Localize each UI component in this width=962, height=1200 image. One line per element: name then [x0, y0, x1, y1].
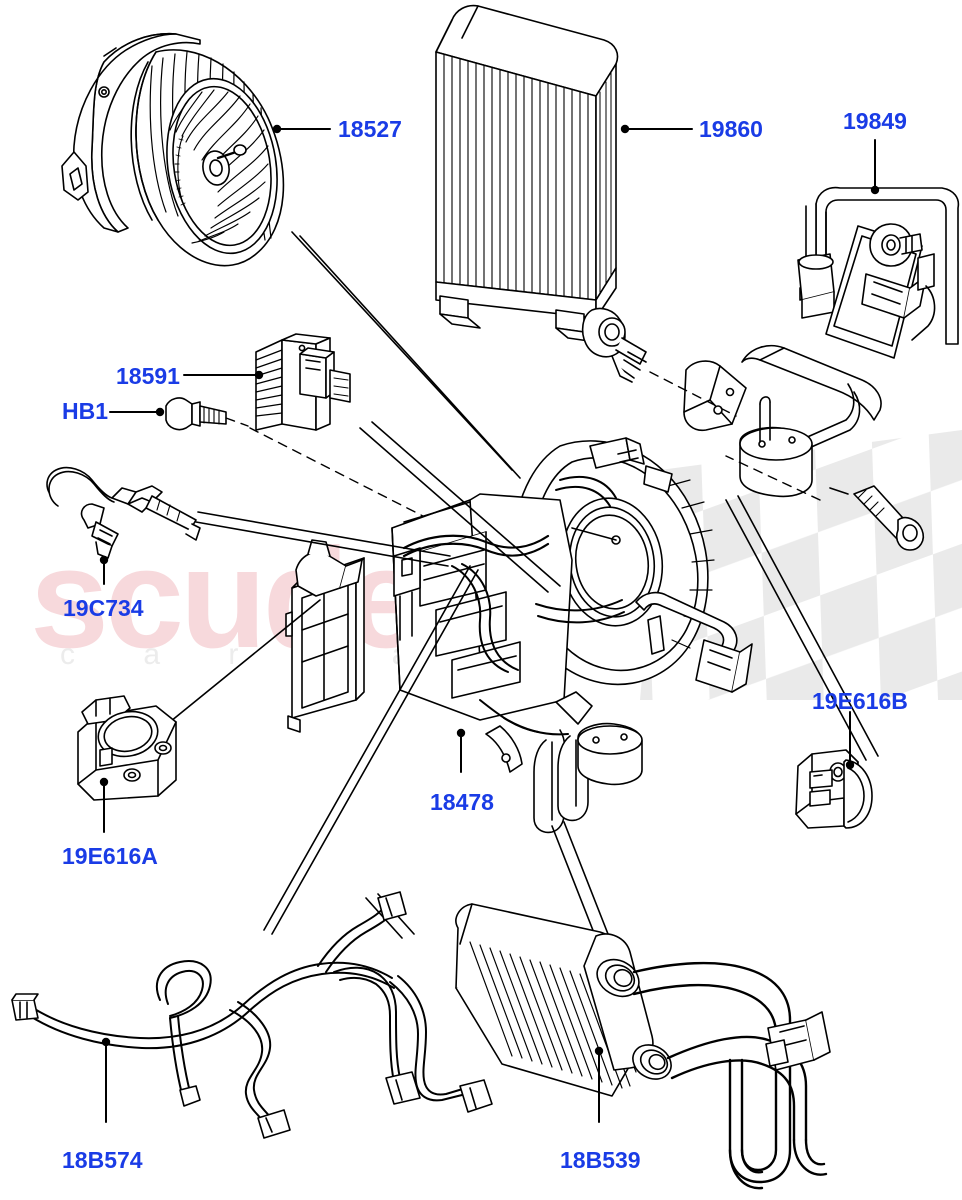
callout-label-19C734[interactable]: 19C734 [63, 595, 144, 621]
part-hvac-housing-18478 [285, 437, 753, 834]
part-mounting-bolt-HB1 [109, 397, 471, 541]
callout-label-18478[interactable]: 18478 [430, 789, 494, 815]
part-evaporator-core-19860 [435, 4, 693, 383]
callout-label-19E616A[interactable]: 19E616A [62, 843, 158, 869]
part-ac-line-assembly-19849 [649, 139, 960, 551]
callout-label-19860[interactable]: 19860 [699, 116, 763, 142]
part-actuator-19E616A [77, 695, 177, 833]
part-blower-resistor-18591 [183, 333, 351, 431]
callout-label-18591[interactable]: 18591 [116, 363, 180, 389]
callout-label-18527[interactable]: 18527 [338, 116, 402, 142]
part-actuator-19E616B [795, 711, 873, 829]
part-wiring-harness-18B574 [11, 891, 493, 1139]
callout-label-19849[interactable]: 19849 [843, 108, 907, 134]
part-evaporator-temp-sensor-19C734 [46, 466, 201, 585]
part-heater-core-18B539 [455, 903, 831, 1190]
callout-label-19E616B[interactable]: 19E616B [812, 688, 908, 714]
part-blower-motor-18527 [61, 32, 331, 267]
callout-label-18B539[interactable]: 18B539 [560, 1147, 641, 1173]
callout-label-HB1[interactable]: HB1 [62, 398, 109, 424]
callout-label-18B574[interactable]: 18B574 [62, 1147, 143, 1173]
